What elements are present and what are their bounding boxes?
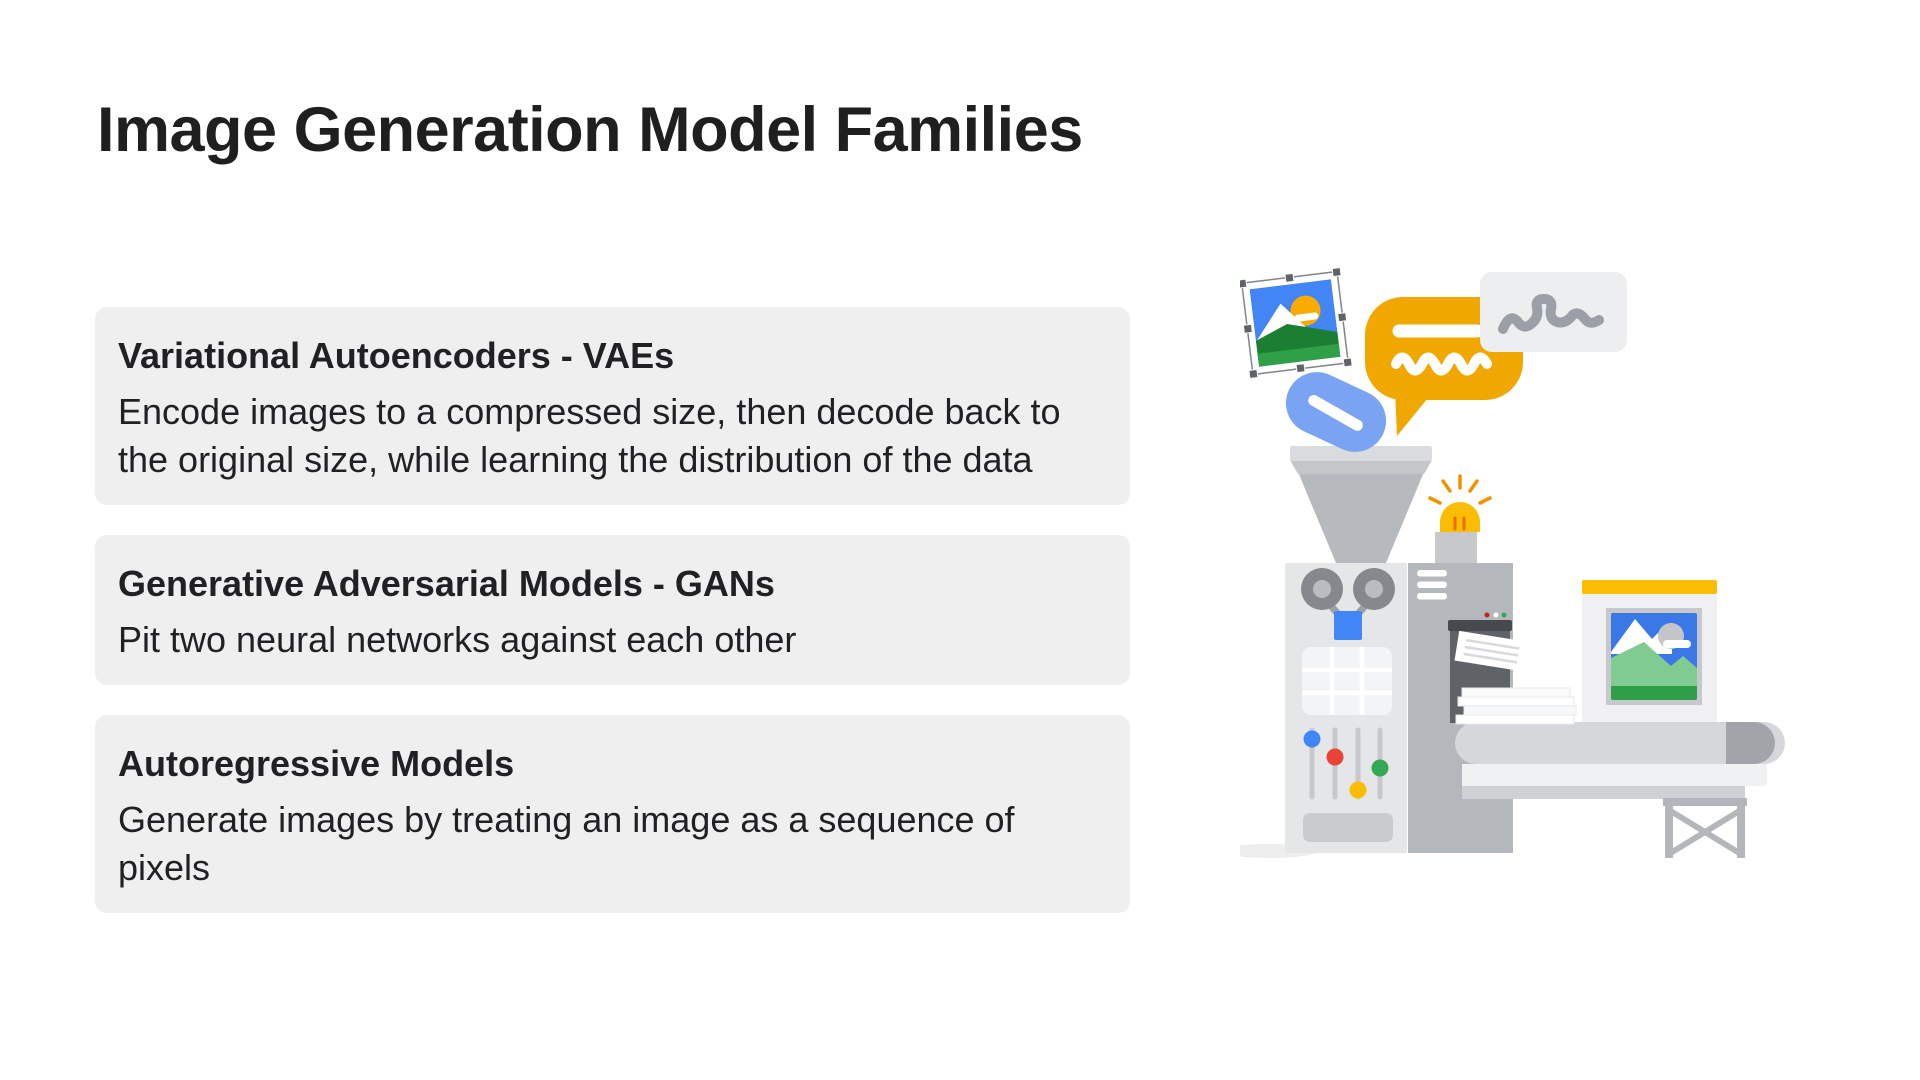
card-gan: Generative Adversarial Models - GANs Pit… [95, 535, 1130, 685]
printed-image-box-icon [1582, 580, 1717, 723]
table-legs [1663, 798, 1747, 858]
scribble-note-icon [1480, 272, 1627, 352]
card-gan-title: Generative Adversarial Models - GANs [118, 563, 775, 604]
vent-panel [1303, 813, 1393, 842]
card-gan-body: Pit two neural networks against each oth… [118, 619, 797, 660]
card-vae-body: Encode images to a compressed size, then… [118, 391, 1061, 480]
input-funnel-icon [1290, 446, 1432, 566]
film-reels-icon [1301, 568, 1395, 640]
blue-pill-icon [1285, 372, 1387, 452]
card-vae: Variational Autoencoders - VAEs Encode i… [95, 307, 1130, 505]
beacon-sparks [1428, 474, 1492, 505]
card-autoregressive-body: Generate images by treating an image as … [118, 799, 1015, 888]
grid-screen-icon [1302, 647, 1392, 715]
image-generation-machine-illustration [1240, 267, 1785, 858]
photo-thumbnail-icon [1240, 267, 1353, 379]
printing-paper-sheet [1454, 630, 1531, 672]
card-autoregressive: Autoregressive Models Generate images by… [95, 715, 1130, 913]
page-title: Image Generation Model Families [97, 95, 1083, 165]
control-panel [1285, 563, 1407, 853]
beacon-light-icon [1428, 474, 1492, 563]
card-vae-title: Variational Autoencoders - VAEs [118, 335, 675, 376]
slider-controls-icon [1303, 727, 1389, 800]
selection-handles [1240, 267, 1353, 379]
conveyor-belt [1455, 722, 1785, 799]
model-family-card-list: Variational Autoencoders - VAEs Encode i… [95, 307, 1130, 913]
card-autoregressive-title: Autoregressive Models [118, 743, 515, 784]
paper-stack-icon [1455, 687, 1577, 725]
